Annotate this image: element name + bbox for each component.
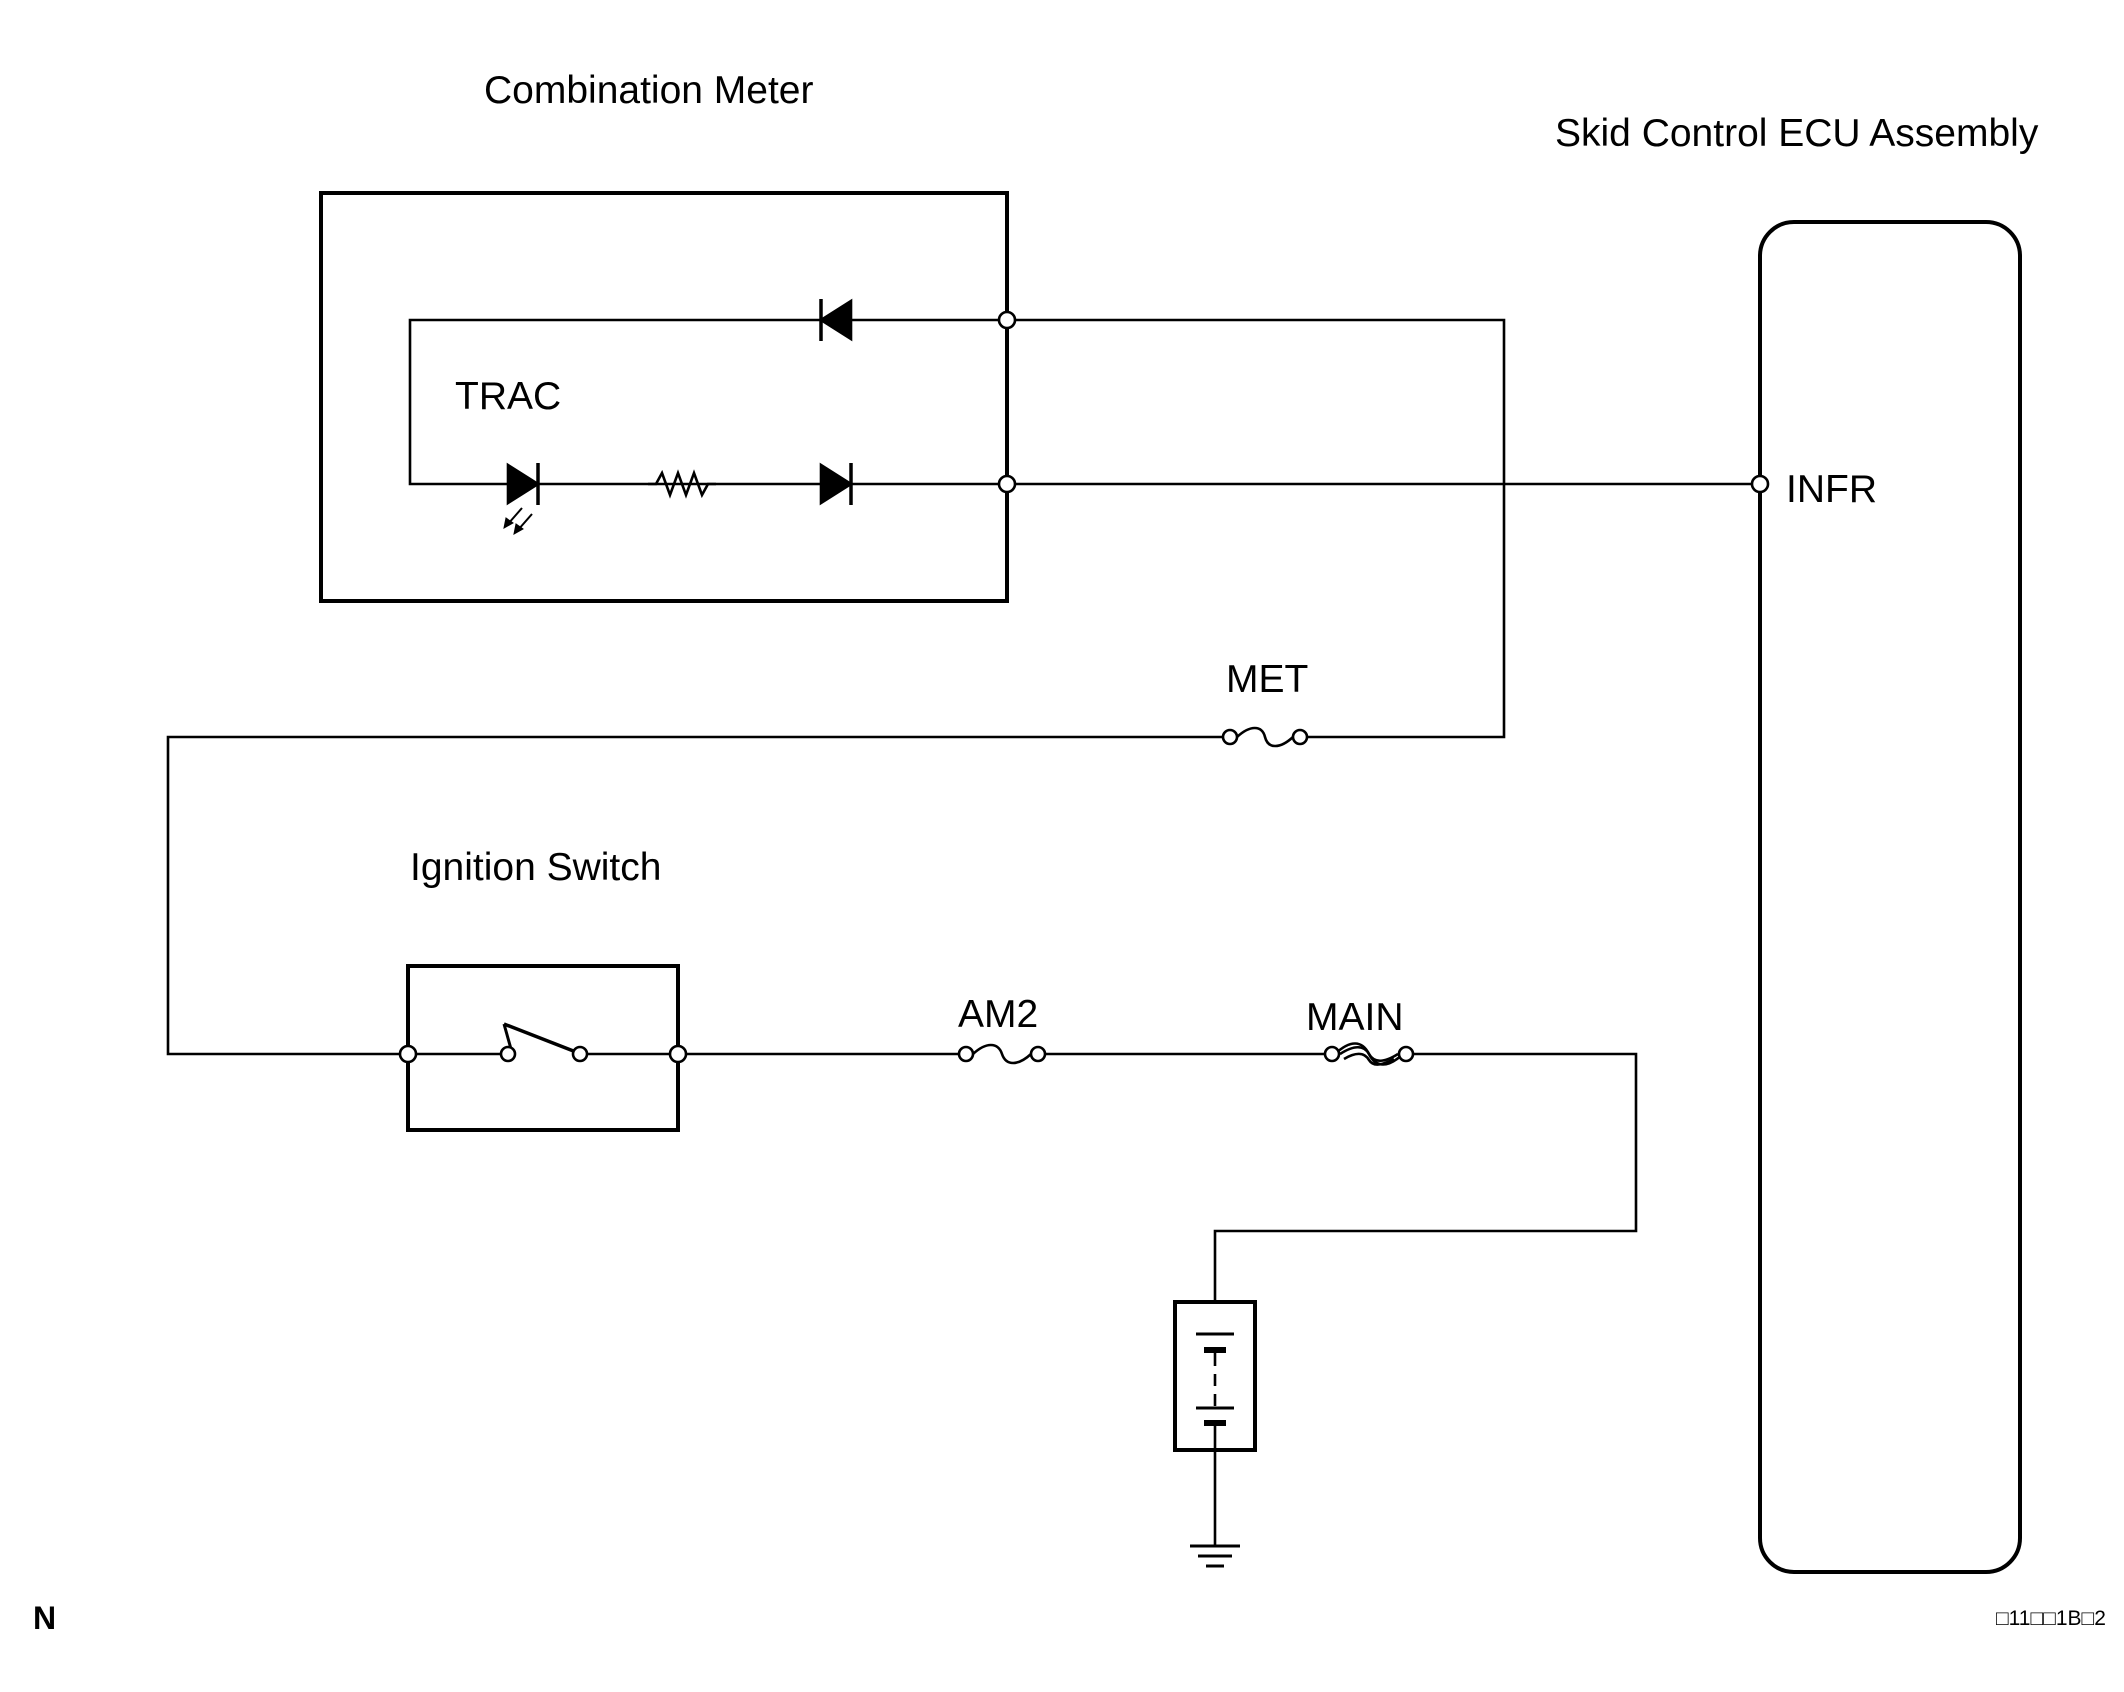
combination-meter-label: Combination Meter	[484, 69, 813, 112]
am2-fuse-label: AM2	[958, 993, 1038, 1036]
ignition-terminal-left	[398, 1044, 418, 1064]
ground-icon	[1190, 1544, 1240, 1568]
combination-meter-box	[319, 191, 1009, 603]
meter-terminal-lower	[997, 474, 1017, 494]
battery-icon	[1196, 1332, 1234, 1450]
am2-fuse-icon	[957, 1043, 1047, 1065]
met-supply-wire	[1007, 318, 1506, 739]
skid-control-ecu-box	[1758, 220, 2022, 1574]
trac-label: TRAC	[455, 375, 561, 418]
skid-control-ecu-label: Skid Control ECU Assembly	[1555, 112, 2039, 155]
infr-label: INFR	[1786, 468, 1877, 511]
trac-led-icon	[503, 462, 541, 535]
met-fuse-label: MET	[1226, 658, 1308, 701]
main-fuse-label: MAIN	[1306, 996, 1404, 1039]
meter-terminal-upper	[997, 310, 1017, 330]
ignition-switch-label: Ignition Switch	[410, 846, 661, 889]
ignition-switch-contact-icon	[499, 1022, 589, 1063]
ignition-switch-box	[406, 964, 680, 1132]
main-fuse-icon	[1323, 1042, 1415, 1066]
figure-code: □11□□1B□2	[1996, 1607, 2106, 1630]
ignition-terminal-right	[668, 1044, 688, 1064]
resistor-icon	[648, 469, 716, 499]
met-fuse-icon	[1221, 726, 1309, 748]
battery-positive-wire	[1213, 1052, 1638, 1302]
diode-upper	[818, 298, 853, 342]
corner-mark: N	[33, 1600, 56, 1636]
diode-lower	[819, 462, 854, 506]
ignition-output-wire	[166, 735, 1230, 1056]
ecu-infr-terminal	[1750, 474, 1770, 494]
